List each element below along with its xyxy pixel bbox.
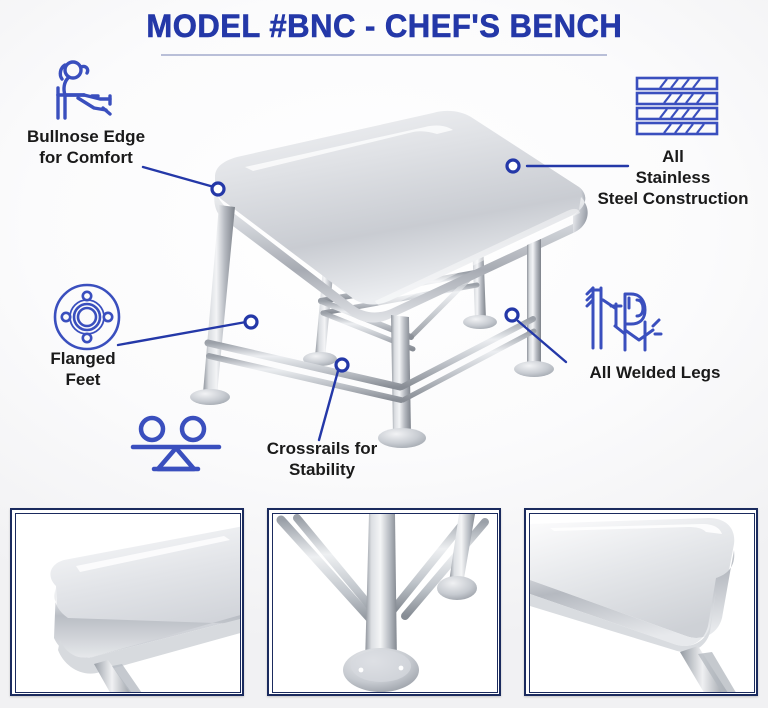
feature-label-crossrails: Crossrails for Stability xyxy=(266,439,378,479)
title-underline xyxy=(161,54,607,56)
flanged-foot-rear-left xyxy=(303,352,337,366)
page-title: MODEL #BNC - CHEF'S BENCH xyxy=(146,8,622,45)
thumbnail-crossrail-foot-image xyxy=(272,513,498,693)
thumbnail-bullnose-corner-image xyxy=(15,513,241,693)
product-image xyxy=(175,105,595,460)
welder-torch-icon xyxy=(585,282,663,359)
feature-label-flanged-feet: Flanged Feet xyxy=(50,349,116,389)
person-reclining-chair-icon xyxy=(48,58,124,129)
thumbnail-rounded-corner-image xyxy=(529,513,755,693)
flanged-foot-front-center xyxy=(378,428,426,448)
thumbnail-rounded-corner[interactable] xyxy=(524,508,758,696)
rounded-corner-photo xyxy=(530,514,754,692)
flange-plate-icon xyxy=(52,282,122,357)
flanged-foot-front-left xyxy=(190,389,230,405)
page-title-wrap: MODEL #BNC - CHEF'S BENCH xyxy=(0,8,768,56)
bench-front-crossrails xyxy=(204,316,537,403)
stacked-steel-sheets-icon xyxy=(634,76,720,145)
flanged-foot-rear-right xyxy=(463,315,497,329)
bullnose-corner-photo xyxy=(16,514,240,692)
detail-thumbnails xyxy=(0,508,768,704)
thumbnail-crossrail-foot[interactable] xyxy=(267,508,501,696)
crossrails-flanged-foot-photo xyxy=(273,514,497,692)
flanged-foot-front-right xyxy=(514,361,554,377)
bench-top xyxy=(214,110,588,323)
feature-label-stainless: All Stainless Steel Construction xyxy=(597,147,749,208)
bench-illustration xyxy=(190,110,588,448)
balance-scale-icon xyxy=(130,415,222,478)
thumbnail-bullnose-corner[interactable] xyxy=(10,508,244,696)
feature-label-bullnose: Bullnose Edge for Comfort xyxy=(26,127,146,167)
feature-label-welded-legs: All Welded Legs xyxy=(589,363,721,382)
